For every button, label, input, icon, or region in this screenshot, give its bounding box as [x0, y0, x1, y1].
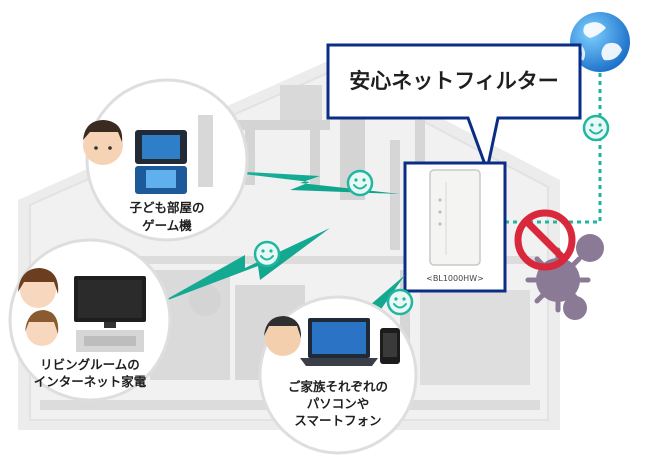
tv-icon — [74, 276, 146, 352]
game-console-icon — [135, 130, 187, 194]
router-icon — [429, 169, 481, 266]
smiley-icon — [386, 288, 414, 316]
title-callout: 安心ネットフィルター — [326, 43, 582, 176]
laptop-icon — [300, 318, 378, 366]
blocked-virus-icon — [514, 209, 604, 320]
smartphone-icon — [380, 328, 400, 364]
family-label-line1: ご家族それぞれの — [288, 379, 388, 394]
kids-room-label-line2: ゲーム機 — [142, 218, 192, 233]
family-label-line2: パソコンや — [307, 396, 370, 411]
router-model-label: <BL1000HW> — [426, 274, 484, 283]
family-label-line3: スマートフォン — [294, 413, 381, 428]
kids-room-label-line1: 子ども部屋の — [129, 200, 204, 215]
living-room-label-line1: リビングルームの — [40, 357, 140, 372]
title-text: 安心ネットフィルター — [349, 69, 559, 93]
smiley-icon — [346, 169, 374, 197]
girl-avatar — [25, 310, 59, 346]
router-panel: <BL1000HW> — [403, 161, 507, 293]
father-avatar — [264, 316, 302, 356]
family-devices: ご家族それぞれの パソコンや スマートフォン — [258, 295, 418, 455]
living-room-device: リビングルームの インターネット家電 — [8, 238, 172, 402]
mother-avatar — [18, 268, 59, 308]
smiley-icon — [253, 240, 281, 268]
globe-icon — [570, 12, 630, 72]
child-avatar — [83, 120, 123, 165]
kids-room-device: 子ども部屋の ゲーム機 — [83, 78, 249, 242]
living-room-label-line2: インターネット家電 — [34, 374, 147, 389]
smiley-icon — [582, 114, 610, 142]
